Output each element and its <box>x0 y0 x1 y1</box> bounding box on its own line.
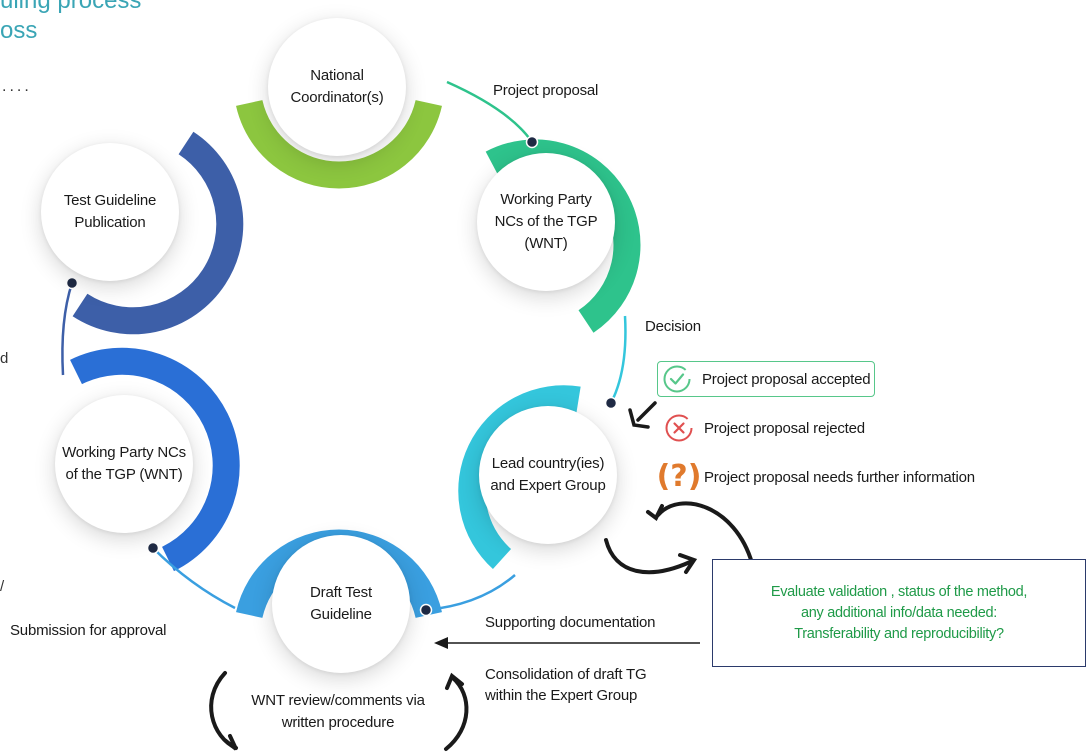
edge-label-wnt-review: WNT review/comments via written procedur… <box>251 692 425 731</box>
node-working-party-wnt-top: Working Party NCs of the TGP (WNT) <box>477 153 615 291</box>
connector-submission <box>152 547 236 610</box>
connector-wnt-to-publication <box>61 282 74 376</box>
connector-project-proposal <box>446 80 534 143</box>
arc-lead-country <box>458 385 581 569</box>
node-test-guideline-publication: Test Guideline Publication <box>41 143 179 281</box>
edge-label-decision: Decision <box>645 318 701 335</box>
arc-working-party-left <box>70 347 240 572</box>
edge-label-submission-for-approval: Submission for approval <box>10 622 167 639</box>
page-title-line-2: oss <box>0 17 38 44</box>
edge-label-supporting-documentation: Supporting documentation <box>485 614 656 631</box>
arc-national-coordinator <box>236 99 442 189</box>
evaluation-note-text: Evaluate validation , status of the meth… <box>770 583 1028 642</box>
outcome-rejected: Project proposal rejected <box>664 411 865 445</box>
node-lead-country: Lead country(ies) and Expert Group <box>479 406 617 544</box>
node-national-coordinator: National Coordinator(s) <box>268 18 406 156</box>
edge-label-consolidation: Consolidation of draft TG within the Exp… <box>485 666 647 704</box>
node-label-lead-country: Lead country(ies) and Expert Group <box>490 455 606 494</box>
node-label-test-guideline-publication: Test Guideline Publication <box>63 192 157 231</box>
connector-supporting-documentation <box>425 574 516 612</box>
text-fragment-dots: .... <box>2 78 32 95</box>
node-label-draft-test-guideline: Draft Test Guideline <box>310 584 372 623</box>
edge-label-project-proposal: Project proposal <box>493 82 599 99</box>
connector-decision <box>609 315 627 404</box>
outcome-accepted: Project proposal accepted <box>657 361 876 397</box>
outcome-accepted-label: Project proposal accepted <box>702 370 871 388</box>
loop-arrow-review <box>209 671 469 751</box>
text-fragment-d: d <box>0 350 9 367</box>
dot-publication <box>65 276 79 290</box>
node-working-party-wnt-left: Working Party NCs of the TGP (WNT) <box>55 395 193 533</box>
outcome-needs-info: (?) Project proposal needs further infor… <box>657 460 976 494</box>
node-label-national-coordinator: National Coordinator(s) <box>290 67 384 106</box>
dot-decision <box>604 396 618 410</box>
node-label-working-party-wnt-top: Working Party NCs of the TGP (WNT) <box>494 191 598 252</box>
arc-test-guideline-publication <box>72 131 244 335</box>
text-fragment-slash: / <box>0 578 5 595</box>
x-circle-icon <box>664 413 694 443</box>
dot-project-proposal <box>525 135 539 149</box>
node-draft-test-guideline: Draft Test Guideline <box>272 535 410 673</box>
node-label-working-party-wnt-left: Working Party NCs of the TGP (WNT) <box>62 444 186 483</box>
question-icon: (?) <box>657 462 702 492</box>
arc-working-party-top <box>485 139 641 333</box>
check-circle-icon <box>662 364 692 394</box>
outcome-rejected-label: Project proposal rejected <box>704 419 865 437</box>
loop-arrow-lead-country <box>604 501 754 575</box>
dot-supporting-documentation <box>419 603 433 617</box>
arrow-to-lead-country <box>628 401 657 429</box>
page-title: uling process oss <box>0 0 141 46</box>
arrowhead-supporting-documentation <box>434 637 448 649</box>
question-glyph: (?) <box>656 459 702 494</box>
evaluation-note-box: Evaluate validation , status of the meth… <box>712 559 1086 667</box>
outcome-needs-info-label: Project proposal needs further informati… <box>704 468 975 486</box>
page-title-line-1: uling process <box>0 0 142 14</box>
dot-submission <box>146 541 160 555</box>
